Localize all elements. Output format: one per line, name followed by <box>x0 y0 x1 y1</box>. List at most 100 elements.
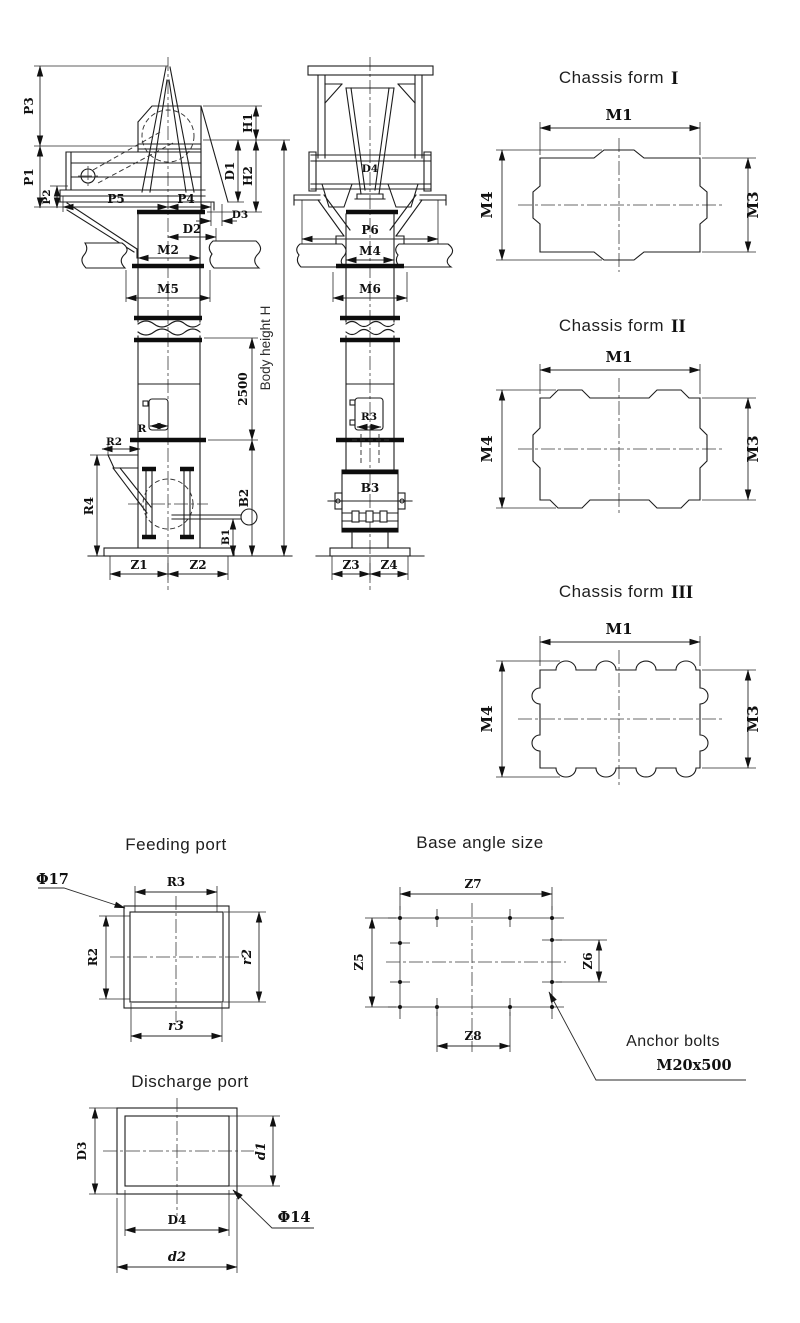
dim-r2-right: r2 <box>240 949 255 965</box>
chassis-form-3: Chassis form III M1 M4 M3 <box>478 582 762 786</box>
boot-channels <box>145 469 191 537</box>
takeup-handle <box>240 508 258 526</box>
anchor-bolts-label: Anchor bolts <box>626 1033 720 1050</box>
dim-p3: P3 <box>22 97 36 114</box>
side-view: D4 P6 M4 M6 R3 B3 Z3 Z4 <box>293 57 454 590</box>
dim-m1-3: M1 <box>605 620 632 638</box>
hidden-chute <box>352 434 390 466</box>
dim-r2: R2 <box>106 436 122 448</box>
discharge-port: Discharge port D3 d1 D4 d2 Φ14 <box>75 1072 314 1273</box>
chassis-form-2: Chassis form II M1 M4 M3 <box>478 316 762 515</box>
chassis-numeral-2: II <box>671 316 686 337</box>
takeup-rod <box>171 514 242 520</box>
belt-hidden <box>92 130 174 184</box>
base-angle-size: Base angle size Z7 Z5 Z6 Z8 Anchor bolts… <box>352 833 746 1081</box>
anchor-bolt-leader <box>548 991 746 1081</box>
dim-m3-1: M3 <box>744 191 762 218</box>
discharge-port-title: Discharge port <box>131 1072 249 1091</box>
dim-z5: Z5 <box>352 953 366 970</box>
dim-m4-3: M4 <box>478 705 496 732</box>
dim-body-height: Body height H <box>258 306 273 391</box>
chassis-heading-3: Chassis form <box>559 582 664 601</box>
dim-b2: B2 <box>237 489 251 508</box>
break-lines <box>137 320 201 336</box>
dim-d3-left: D3 <box>75 1142 89 1161</box>
dim-2500: 2500 <box>236 372 250 405</box>
dim-z2: Z2 <box>189 558 206 572</box>
dim-m4-1: M4 <box>478 191 496 218</box>
dim-m1-2: M1 <box>605 348 632 366</box>
wall-break-right <box>208 240 262 269</box>
dim-m4-2: M4 <box>478 435 496 462</box>
chassis-numeral-3: III <box>671 582 693 603</box>
dim-m4: M4 <box>359 244 381 258</box>
chassis-heading-2: Chassis form <box>559 316 664 335</box>
head-posts <box>317 74 423 159</box>
base-plate <box>103 547 235 557</box>
dim-d1: D1 <box>223 162 237 181</box>
dim-m6: M6 <box>359 282 381 296</box>
drive-motor <box>65 151 202 191</box>
chassis-outline-2 <box>532 389 708 509</box>
wall-break-left <box>296 243 347 268</box>
dim-m3-3: M3 <box>744 705 762 732</box>
dim-p1: P1 <box>22 168 36 185</box>
dim-p6: P6 <box>361 223 378 237</box>
dim-p4: P4 <box>177 192 194 206</box>
dim-r3-bottom: r3 <box>168 1019 184 1034</box>
dim-d2-outer: d2 <box>168 1250 186 1265</box>
anchor-bolts-spec: M20x500 <box>656 1057 731 1074</box>
chassis-heading-1: Chassis form <box>559 68 664 87</box>
front-view: P3 P1 P2 P5 P4 D1 H1 H2 D3 D2 M2 M5 Body… <box>22 57 293 590</box>
feeding-port-title: Feeding port <box>125 835 226 854</box>
dim-d3: D3 <box>232 209 248 221</box>
dim-m5: M5 <box>157 282 179 296</box>
dim-d4-inner: D4 <box>168 1213 187 1227</box>
base-angle-title: Base angle size <box>416 833 544 852</box>
dim-z3: Z3 <box>342 558 359 572</box>
dim-b3: B3 <box>361 481 380 495</box>
break-lines <box>345 320 395 336</box>
head-housing <box>137 105 229 213</box>
inspection-door <box>148 398 169 431</box>
platform-rails <box>308 151 432 192</box>
head-beam <box>307 65 434 76</box>
wall-break-left <box>81 242 128 269</box>
dim-z8: Z8 <box>464 1029 481 1043</box>
gussets <box>324 83 416 104</box>
dim-r: R <box>138 423 147 435</box>
dim-r2-left: R2 <box>86 948 100 966</box>
dim-p2: P2 <box>41 189 53 204</box>
dim-h1: H1 <box>241 113 255 133</box>
a-frame <box>141 66 195 193</box>
dim-z6: Z6 <box>581 952 595 969</box>
wall-break-right <box>395 243 454 268</box>
dim-z4: Z4 <box>380 558 397 572</box>
head-chute <box>345 87 395 200</box>
dim-z7: Z7 <box>464 877 481 891</box>
chassis-outline-1 <box>532 149 708 261</box>
dim-m1-1: M1 <box>605 106 632 124</box>
dim-b1: B1 <box>220 529 232 545</box>
dim-phi14: Φ14 <box>278 1209 311 1226</box>
feeding-port: Feeding port Φ17 R3 R2 r2 r3 <box>36 835 266 1042</box>
dim-h2: H2 <box>241 166 255 186</box>
chassis-form-1: Chassis form I M1 M4 M3 <box>478 68 762 272</box>
dim-r3-top: R3 <box>167 875 185 889</box>
dim-r3: R3 <box>361 411 377 423</box>
chassis-numeral-1: I <box>671 68 678 89</box>
chassis-outline-3 <box>531 660 709 778</box>
dim-d2: D2 <box>183 222 202 236</box>
dim-m3-2: M3 <box>744 435 762 462</box>
dim-d1-right: d1 <box>254 1142 269 1160</box>
dim-d4: D4 <box>362 163 378 175</box>
dim-p5: P5 <box>107 192 124 206</box>
dim-phi17: Φ17 <box>36 871 69 888</box>
dim-m2: M2 <box>157 243 179 257</box>
head-pulley-hidden <box>141 109 195 163</box>
feed-spout <box>107 454 152 514</box>
dim-z1: Z1 <box>130 558 147 572</box>
hole-leader <box>38 887 126 909</box>
